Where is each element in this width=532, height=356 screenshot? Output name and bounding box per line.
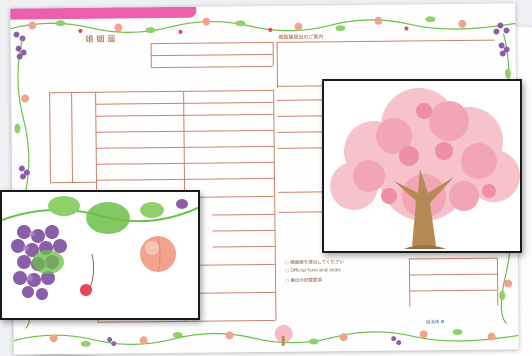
option-2[interactable]: ○ Official form and seals (284, 268, 341, 274)
form-title: 婚姻届 (85, 34, 119, 44)
cherry-tree-illustration (330, 88, 520, 249)
bottom-vine-border (13, 324, 519, 347)
tree-illustration-inset (322, 79, 522, 253)
grape-peach-inset (0, 190, 200, 320)
option-1[interactable]: ○ 婚姻届を提出してください (284, 260, 345, 266)
top-vine-border (10, 16, 516, 42)
right-panel-title: 婚姻届提出のご案内 (278, 34, 324, 41)
issuer-logo: 自治体 ✿ (425, 320, 445, 326)
option-3[interactable]: ○ 届出の記載要項 (285, 278, 322, 284)
grape-peach-illustration (2, 196, 198, 300)
